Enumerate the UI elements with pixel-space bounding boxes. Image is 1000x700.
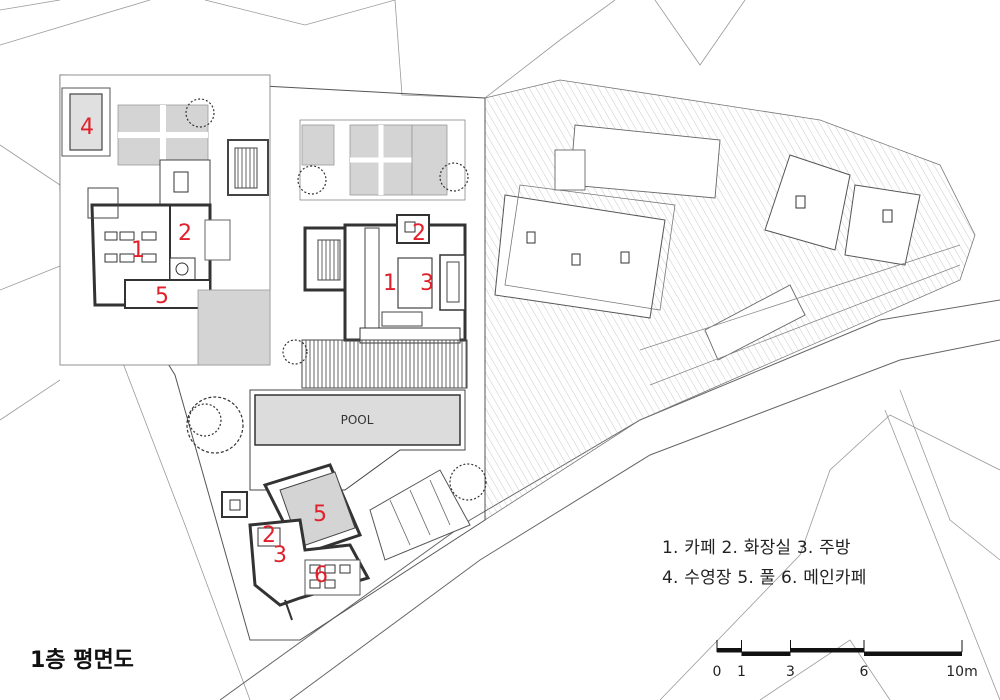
scale-bar-segment — [864, 652, 962, 656]
room-number-west-pool: 4 — [80, 115, 94, 140]
room-number-labels: 4 1 2 5 1 2 3 5 2 3 6 — [80, 115, 434, 588]
scale-bar-tick-label: 0 — [713, 664, 722, 680]
room-number-west-pool-deck: 5 — [155, 284, 169, 309]
scale-bar-tick-label: 10m — [946, 664, 977, 680]
timber-deck — [301, 339, 468, 389]
scale-bar-segment — [717, 648, 742, 652]
room-number-south-toilet: 2 — [262, 523, 276, 548]
scale-bar-segment — [790, 648, 864, 652]
room-number-main-cafe: 1 — [383, 271, 397, 296]
main-cafe-building — [299, 119, 467, 344]
scale-bar-tick-label: 1 — [737, 664, 746, 680]
pool: POOL — [249, 389, 466, 491]
scale-bar-tick-label: 6 — [860, 664, 869, 680]
room-number-south-pool: 5 — [313, 502, 327, 527]
room-number-south-kitchen: 3 — [273, 543, 287, 568]
room-number-west-cafe: 1 — [131, 238, 145, 263]
room-number-main-toilet: 2 — [412, 221, 426, 246]
tree-symbols — [185, 98, 487, 501]
plan-title: 1층 평면도 — [30, 648, 134, 673]
room-number-south-main-cafe: 6 — [314, 563, 328, 588]
south-building — [221, 463, 471, 621]
legend-line-1: 1. 카페 2. 화장실 3. 주방 — [662, 538, 851, 558]
legend-line-2: 4. 수영장 5. 풀 6. 메인카페 — [662, 568, 867, 588]
west-building — [59, 74, 271, 366]
pool-label: POOL — [341, 413, 374, 427]
room-number-west-toilet: 2 — [178, 221, 192, 246]
scale-bar-segment — [741, 652, 791, 656]
adjacent-hatched-building — [484, 79, 976, 521]
scale-bar-tick-label: 3 — [786, 664, 795, 680]
room-number-main-kitchen: 3 — [420, 271, 434, 296]
